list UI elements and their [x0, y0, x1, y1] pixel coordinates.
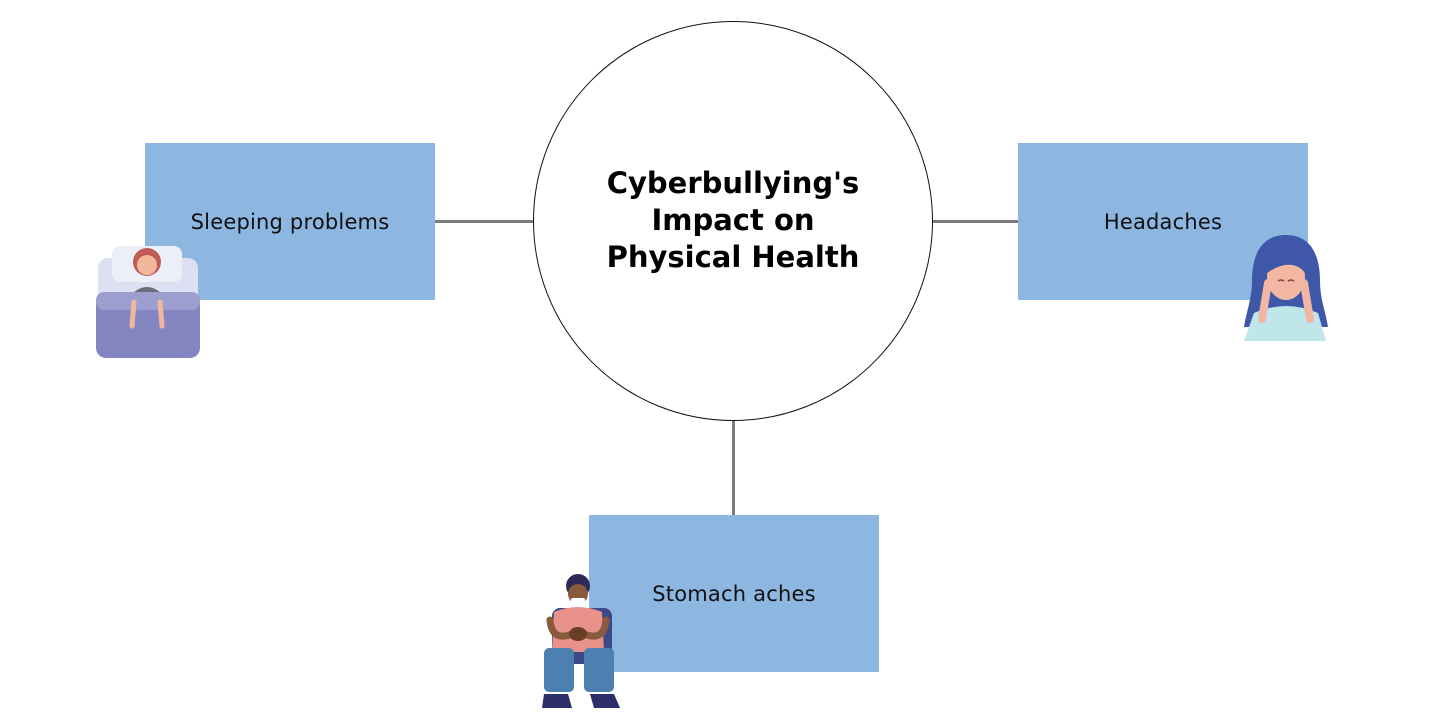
connector-sleeping: [435, 220, 534, 223]
connector-headaches: [932, 220, 1019, 223]
center-title: Cyberbullying's Impact on Physical Healt…: [606, 165, 860, 274]
node-label: Sleeping problems: [190, 209, 390, 234]
woman-holding-head-illustration: [1244, 235, 1328, 341]
person-in-bed-illustration: [96, 246, 200, 358]
node-label: Headaches: [1103, 209, 1223, 234]
connector-stomach: [732, 421, 735, 515]
node-label: Stomach aches: [652, 581, 816, 606]
node-stomach-aches: Stomach aches: [589, 515, 879, 672]
man-holding-stomach-illustration: [542, 574, 620, 708]
center-circle: Cyberbullying's Impact on Physical Healt…: [533, 21, 933, 421]
